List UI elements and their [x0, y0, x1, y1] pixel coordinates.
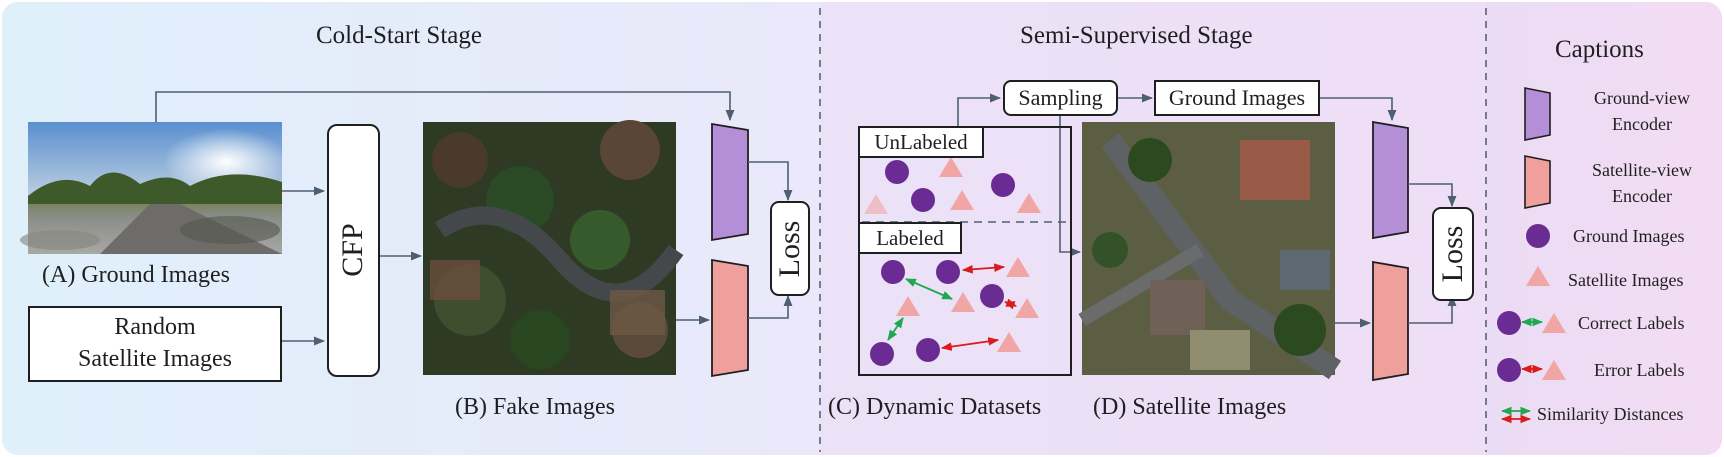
legend-satellite-images: Satellite Images [1568, 270, 1684, 290]
legend-correct-labels: Correct Labels [1578, 313, 1685, 333]
random-line-1: Random [114, 314, 196, 340]
random-satellite-box: Random Satellite Images [28, 306, 282, 382]
ground-view-encoder-shape [711, 122, 749, 242]
panel-c-label: (C) Dynamic Datasets [828, 394, 1042, 420]
random-line-2: Satellite Images [78, 346, 232, 372]
labeled-points [870, 257, 1039, 366]
cfp-box: CFP [327, 124, 380, 377]
legend-ground-images: Ground Images [1573, 226, 1685, 246]
legend-satellite-encoder-2: Encoder [1612, 186, 1672, 206]
legend-ground-encoder-2: Encoder [1612, 114, 1672, 134]
panel-a-label: (A) Ground Images [42, 262, 230, 288]
fake-satellite-image [423, 120, 684, 375]
ground-images-box: Ground Images [1154, 80, 1320, 116]
legend-similarity: Similarity Distances [1537, 404, 1684, 424]
captions-title: Captions [1555, 36, 1644, 63]
unlabeled-label: UnLabeled [874, 130, 968, 154]
legend-shapes [1497, 87, 1566, 424]
cfp-label: CFP [336, 223, 369, 277]
unlabeled-tag: UnLabeled [858, 126, 984, 158]
legend-ground-encoder-1: Ground-view [1594, 88, 1690, 108]
unlabeled-points [864, 157, 1041, 214]
legend-error-labels: Error Labels [1594, 360, 1685, 380]
flow-arrows [155, 91, 1457, 346]
labeled-tag: Labeled [858, 222, 962, 254]
satellite-image [1078, 122, 1342, 380]
panel-d-label: (D) Satellite Images [1093, 394, 1287, 420]
loss-box-semi: Loss [1432, 207, 1474, 301]
loss-label-cold: Loss [773, 220, 806, 278]
ground-images-box-label: Ground Images [1168, 85, 1306, 110]
satellite-view-encoder-shape [711, 258, 749, 378]
loss-box-cold: Loss [770, 201, 810, 296]
labeled-label: Labeled [876, 226, 944, 250]
semi-supervised-title: Semi-Supervised Stage [1020, 22, 1253, 49]
sampling-box: Sampling [1003, 80, 1118, 116]
panel-b-label: (B) Fake Images [455, 394, 615, 420]
legend-satellite-encoder-1: Satellite-view [1592, 160, 1692, 180]
satellite-view-encoder-shape-2 [1372, 260, 1409, 382]
loss-label-semi: Loss [1436, 225, 1469, 283]
ground-view-encoder-shape-2 [1372, 120, 1409, 240]
ground-panorama-image [20, 122, 282, 254]
sampling-label: Sampling [1018, 85, 1103, 110]
cold-start-title: Cold-Start Stage [316, 22, 482, 49]
